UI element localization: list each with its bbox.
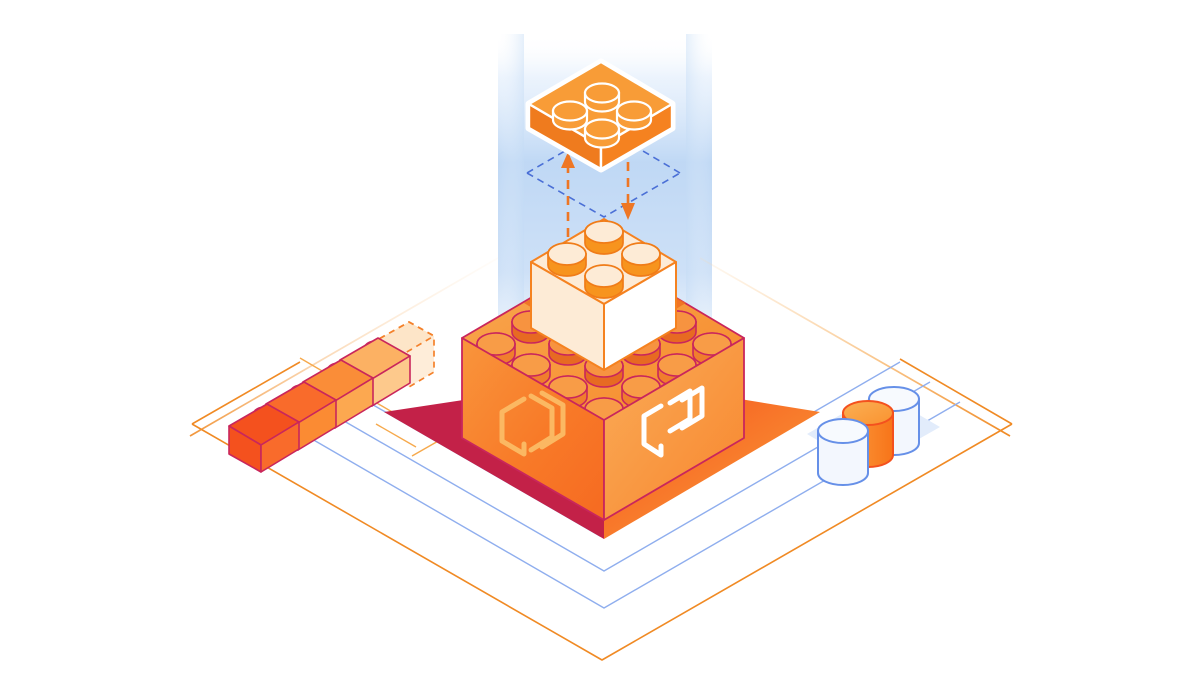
large-base-brick[interactable] [461, 254, 745, 521]
arrow-up-indicator[interactable] [561, 152, 575, 237]
orange-track-left-tail [375, 423, 417, 448]
floating-top-plate[interactable] [525, 58, 676, 173]
middle-white-brick[interactable] [530, 218, 677, 371]
faint-diagonal-left [189, 257, 499, 437]
isometric-floor-diamond [191, 358, 1013, 661]
faint-diagonal-right [699, 257, 1011, 437]
cylinder-group[interactable] [817, 386, 920, 486]
perspective-guide-lines [189, 257, 1011, 437]
crimson-cast-shadow [384, 399, 604, 539]
middle-brick-right-face [603, 261, 677, 371]
arrow-up-head-icon [561, 152, 575, 168]
brand-emblem-right-icon [641, 385, 705, 458]
brick-chain-row[interactable] [228, 321, 435, 473]
brand-emblem-left-icon [499, 390, 566, 457]
middle-brick-studs-top [547, 220, 661, 299]
arrow-down-head-icon [621, 203, 635, 220]
chain-segment-1[interactable] [228, 403, 300, 473]
cylinder-left[interactable] [817, 418, 869, 486]
dashed-target-diamond[interactable] [526, 130, 681, 218]
orange-cast-shadow [604, 399, 820, 539]
top-plate-studs [551, 82, 653, 149]
arrow-down-indicator[interactable] [621, 146, 635, 220]
